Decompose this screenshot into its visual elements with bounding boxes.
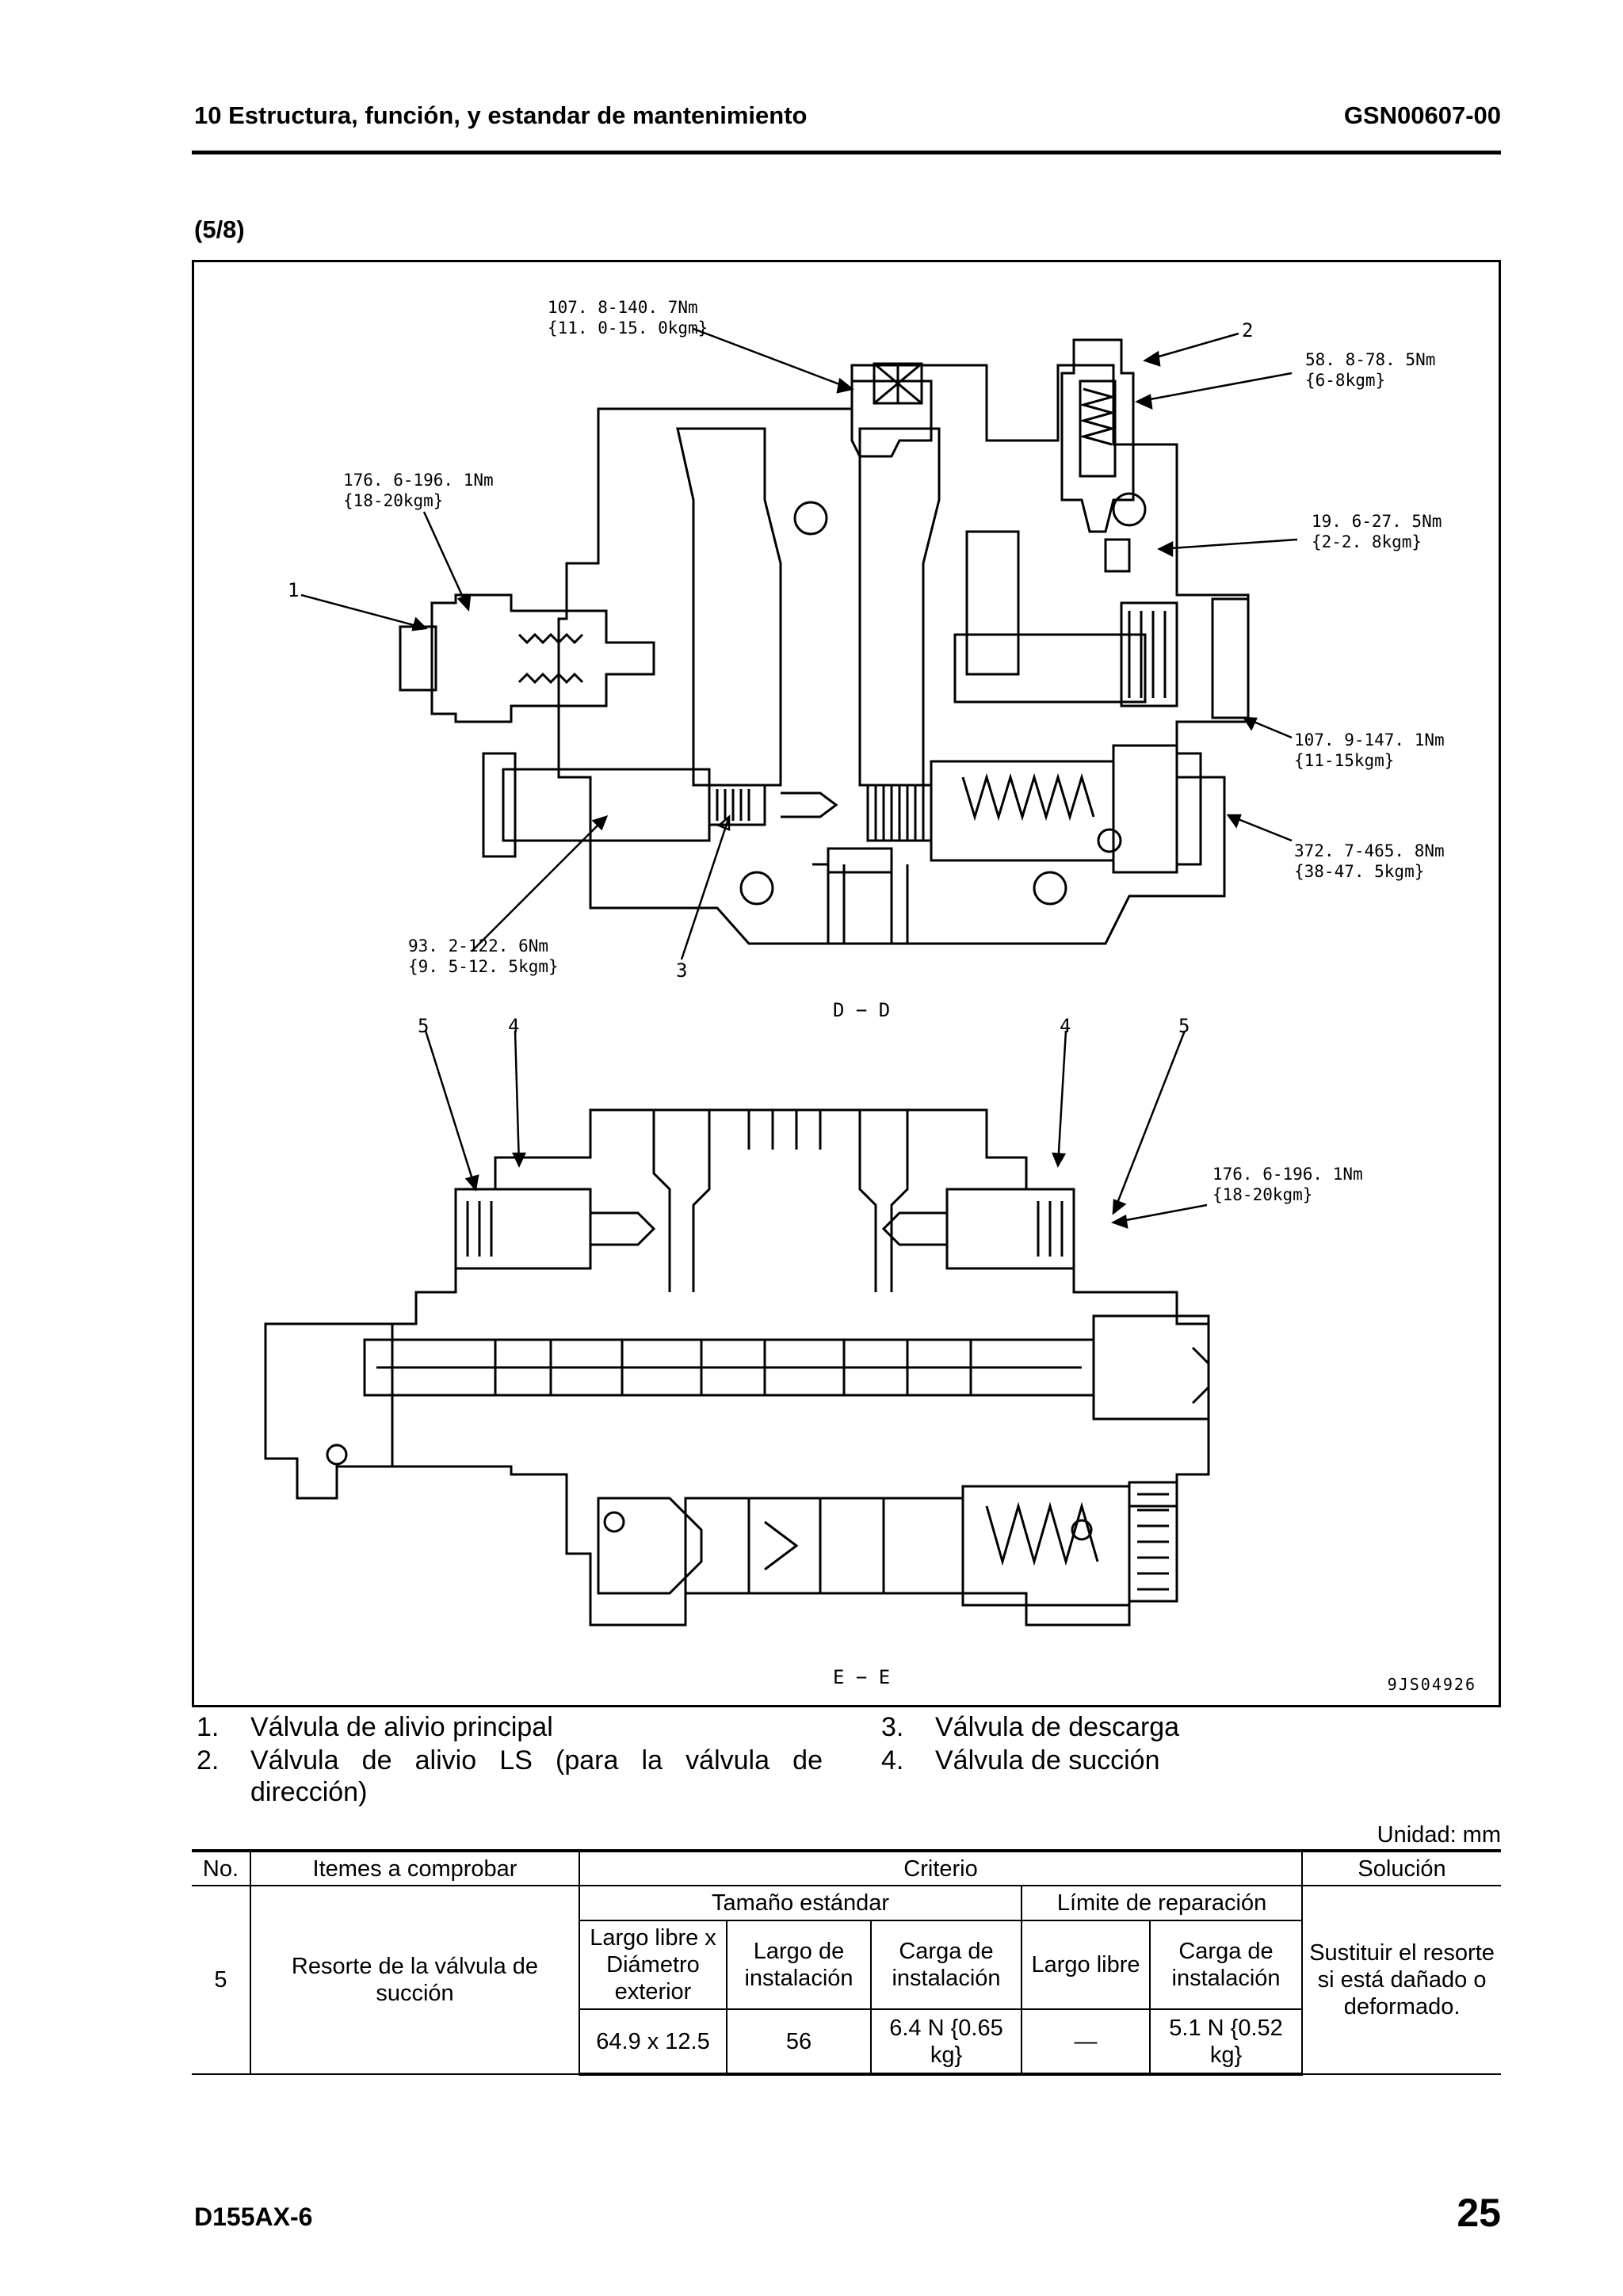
- torque-label-main-relief: 176. 6-196. 1Nm{18-20kgm}: [343, 471, 494, 510]
- col-free-length: Largo libre: [1021, 1920, 1151, 2010]
- callout-4-right: 4: [1060, 1015, 1071, 1037]
- col-free-length-x-diameter: Largo libre x Diámetro exterior: [579, 1920, 727, 2010]
- subheader-standard-size: Tamaño estándar: [579, 1885, 1022, 1921]
- section-label-ee: E − E: [833, 1666, 891, 1688]
- maintenance-standard-table: No. Itemes a comprobar Criterio Solución…: [192, 1849, 1502, 2076]
- torque-label-unload-cap: 372. 7-465. 8Nm{38-47. 5kgm}: [1294, 841, 1445, 881]
- document-code: GSN00607-00: [1343, 101, 1501, 129]
- torque-label-top: 107. 8-140. 7Nm{11. 0-15. 0kgm}: [548, 298, 708, 338]
- col-installed-load-limit: Carga de instalación: [1148, 1920, 1304, 2010]
- torque-label-suction: 176. 6-196. 1Nm{18-20kgm}: [1212, 1165, 1363, 1204]
- row-solution: Sustituir el resorte si está dañado o de…: [1301, 1885, 1502, 2075]
- value-installed-load: 6.4 N {0.65 kg}: [870, 2008, 1022, 2076]
- torque-label-unload: 93. 2-122. 6Nm{9. 5-12. 5kgm}: [408, 936, 559, 976]
- callout-2: 2: [1242, 319, 1254, 341]
- header-items: Itemes a comprobar: [250, 1849, 580, 1886]
- section-dd-drawing: [399, 338, 1250, 945]
- header-no: No.: [192, 1849, 251, 1886]
- callout-1: 1: [288, 579, 300, 601]
- subheader-repair-limit: Límite de reparación: [1020, 1885, 1304, 1921]
- section-ee-drawing: [264, 1108, 1210, 1627]
- col-installed-length: Largo de instalación: [726, 1920, 872, 2010]
- torque-label-ls-relief: 58. 8-78. 5Nm{6-8kgm}: [1305, 350, 1436, 390]
- figure-code: 9JS04926: [1387, 1675, 1476, 1694]
- torque-label-cap: 107. 9-147. 1Nm{11-15kgm}: [1294, 730, 1445, 770]
- value-free-length-limit: —: [1021, 2008, 1151, 2076]
- row-no: 5: [192, 1885, 251, 2075]
- section-label-dd: D − D: [833, 999, 891, 1021]
- header-rule: [192, 151, 1501, 154]
- col-installed-load: Carga de instalación: [870, 1920, 1022, 2010]
- legend-item-1: 1.Válvula de alivio principal: [197, 1712, 553, 1742]
- torque-label-plug: 19. 6-27. 5Nm{2-2. 8kgm}: [1312, 512, 1442, 551]
- footer-model: D155AX-6: [194, 2203, 313, 2231]
- page-number: 25: [1457, 2191, 1501, 2235]
- callout-5-right: 5: [1178, 1015, 1190, 1037]
- row-item: Resorte de la válvula de succión: [250, 1885, 580, 2075]
- header-criteria: Criterio: [578, 1849, 1304, 1886]
- header-solution: Solución: [1301, 1849, 1502, 1886]
- value-installed-load-limit: 5.1 N {0.52 kg}: [1148, 2008, 1304, 2076]
- leader-lines: [300, 327, 1298, 1229]
- legend-item-3: 3.Válvula de descarga: [881, 1712, 1180, 1742]
- value-free-length-x-diameter: 64.9 x 12.5: [579, 2008, 727, 2076]
- section-number: (5/8): [194, 215, 245, 243]
- valve-cross-section-diagram: 107. 8-140. 7Nm{11. 0-15. 0kgm} 176. 6-1…: [192, 260, 1501, 1707]
- table-unit: Unidad: mm: [1377, 1822, 1501, 1848]
- header-title: 10 Estructura, función, y estandar de ma…: [194, 101, 808, 129]
- value-installed-length: 56: [726, 2008, 872, 2076]
- callout-3: 3: [676, 959, 688, 982]
- callout-4-left: 4: [508, 1015, 520, 1037]
- legend-item-2: 2. Válvula de alivio LS (para la válvula…: [197, 1745, 823, 1807]
- legend-item-4: 4.Válvula de succión: [881, 1745, 1160, 1775]
- callout-5-left: 5: [418, 1015, 430, 1037]
